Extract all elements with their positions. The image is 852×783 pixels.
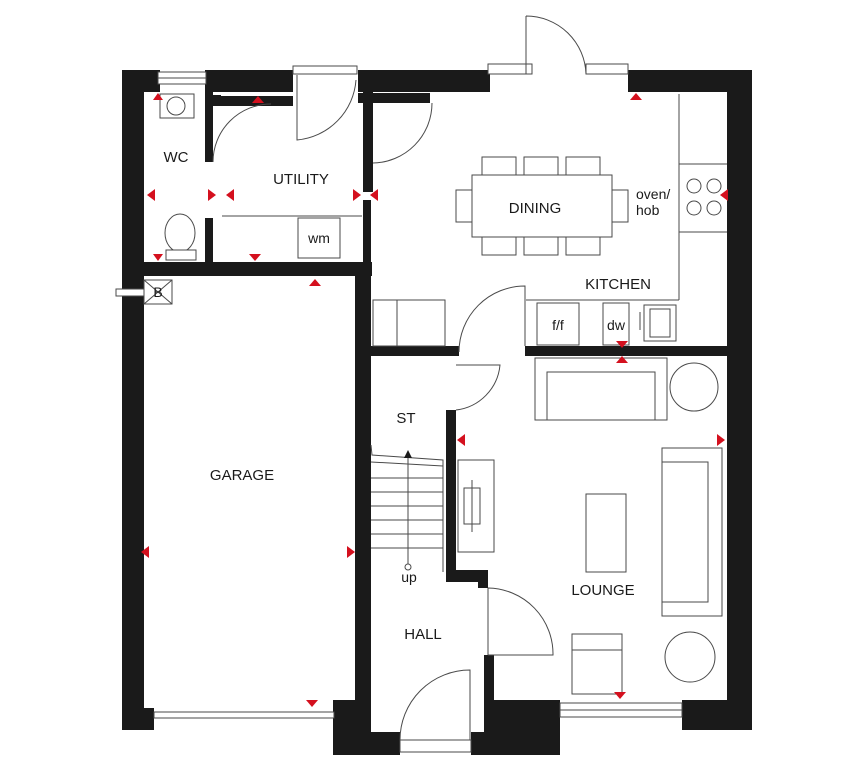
boiler-box xyxy=(115,279,173,305)
dining-table-group xyxy=(455,156,629,256)
interior-walls xyxy=(122,92,730,732)
label-garage: GARAGE xyxy=(210,467,274,484)
label-washing-machine: wm xyxy=(307,230,330,246)
lounge-furniture xyxy=(457,357,723,695)
hall-cupboard xyxy=(372,299,446,347)
wc-fixtures xyxy=(159,93,197,261)
label-stairs-up: up xyxy=(401,569,417,585)
windows xyxy=(153,71,683,719)
label-kitchen: KITCHEN xyxy=(585,276,651,293)
label-wc: WC xyxy=(164,149,189,166)
kitchen-units xyxy=(526,94,727,346)
label-utility: UTILITY xyxy=(273,171,329,188)
room-labels: WC UTILITY DINING oven/ hob KITCHEN f/f … xyxy=(153,149,670,643)
label-hall: HALL xyxy=(404,626,442,643)
utility-fixtures xyxy=(222,215,362,259)
staircase xyxy=(370,444,444,572)
outer-walls xyxy=(122,70,752,755)
label-boiler: B xyxy=(153,284,162,300)
label-fridge: f/f xyxy=(552,317,564,333)
label-dishwasher: dw xyxy=(607,317,626,333)
label-dining: DINING xyxy=(509,200,562,217)
dimension-markers xyxy=(141,93,728,707)
label-store: ST xyxy=(396,410,415,427)
label-lounge: LOUNGE xyxy=(571,582,634,599)
doors xyxy=(212,15,629,753)
label-oven: oven/ xyxy=(636,186,670,202)
label-hob: hob xyxy=(636,202,660,218)
garage-door-opening xyxy=(153,711,335,719)
